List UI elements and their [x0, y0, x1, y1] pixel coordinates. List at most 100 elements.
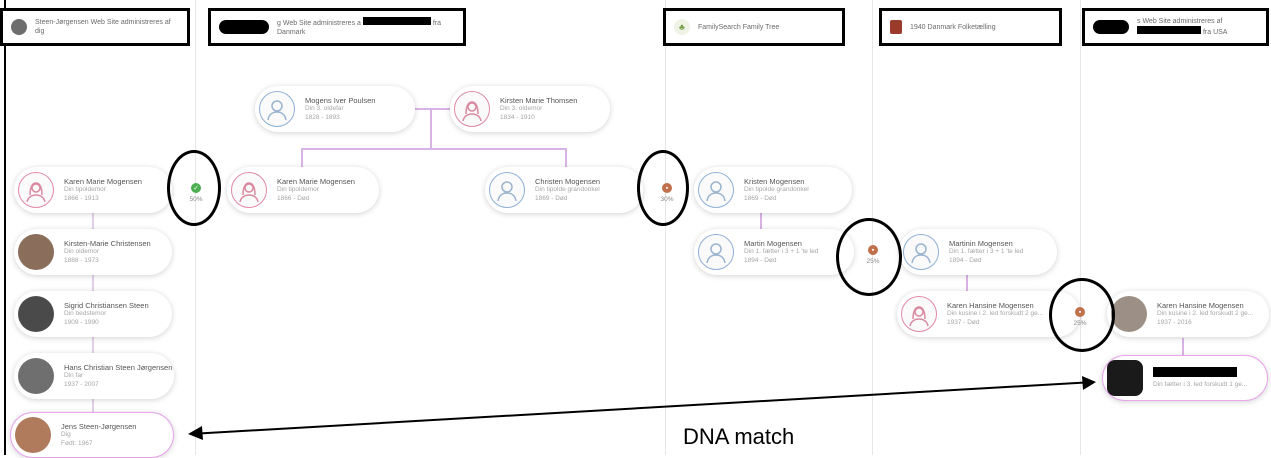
person-years: 1894 - Død [744, 256, 777, 264]
male-avatar-icon [698, 234, 734, 270]
male-avatar-icon [698, 172, 734, 208]
person-relation: Din kusine i 2. led forskudt 2 ge... [1157, 310, 1254, 317]
site-header-steen[interactable]: Steen-Jørgensen Web Site administreres a… [0, 8, 190, 46]
person-years: 1828 - 1893 [305, 113, 340, 121]
person-name: Karen Marie Mogensen [64, 177, 142, 186]
dna-match-label: DNA match [683, 424, 795, 449]
person-years: 1909 - 1990 [64, 318, 99, 326]
person-name: Karen Hansine Mogensen [947, 301, 1034, 310]
person-years: 1888 - 1973 [64, 256, 99, 264]
site-header-danish[interactable]: g Web Site administreres a fra Danmark [208, 8, 466, 46]
photo-avatar-icon [18, 296, 54, 332]
person-years: 1866 - 1913 [64, 194, 99, 202]
site-header-familysearch[interactable]: ♣ FamilySearch Family Tree [663, 8, 845, 46]
column-divider [1080, 0, 1081, 455]
redacted-name [1137, 26, 1201, 34]
person-relation: Din fætter i 3. led forskudt 1 ge... [1153, 380, 1248, 388]
person-name: Kirsten-Marie Christensen [64, 239, 151, 248]
person-name: Christen Mogensen [535, 177, 601, 186]
annotation-circle [1049, 278, 1115, 352]
person-relation: Din 1. fætter i 3 + 1 'te led [949, 248, 1024, 255]
photo-avatar-icon [18, 234, 54, 270]
person-name: Jens Steen-Jørgensen [61, 422, 137, 431]
female-avatar-icon [18, 172, 54, 208]
annotation-edge-line [4, 0, 6, 455]
site-header-label: Steen-Jørgensen Web Site administreres a… [35, 19, 171, 35]
column-divider [665, 0, 666, 455]
person-relation: Din oldemor [64, 248, 100, 255]
person-relation: Din kusine i 2. led forskudt 2 ge... [947, 310, 1044, 317]
female-avatar-icon [454, 91, 490, 127]
annotation-circle [836, 218, 902, 296]
person-relation: Din tipoldemor [64, 186, 106, 193]
person-relation: Din 1. fætter i 3 + 1 'te led [744, 248, 819, 255]
person-years: 1869 - Død [744, 194, 777, 202]
site-header-country: fra Danmark [277, 20, 441, 36]
female-avatar-icon [231, 172, 267, 208]
site-logo-icon [11, 19, 27, 35]
site-header-usa[interactable]: s Web Site administreres af fra USA [1082, 8, 1269, 46]
person-years: 1866 - Død [277, 194, 310, 202]
sibling-connector [301, 148, 566, 150]
person-name: Martinin Mogensen [949, 239, 1013, 248]
photo-avatar-icon [15, 417, 51, 453]
site-header-label: g Web Site administreres a [277, 20, 361, 27]
annotation-circle [637, 150, 689, 226]
person-relation: Din tipolde grandonkel [535, 186, 600, 193]
person-years: 1937 - 2007 [64, 380, 99, 388]
person-name: Martin Mogensen [744, 239, 802, 248]
annotation-circle [167, 150, 221, 226]
person-years: 1894 - Død [949, 256, 982, 264]
person-name: Karen Marie Mogensen [277, 177, 355, 186]
photo-avatar-icon [18, 358, 54, 394]
photo-avatar-icon [1111, 296, 1147, 332]
lineage-connector [1182, 338, 1184, 356]
person-name: Sigrid Christiansen Steen [64, 301, 149, 310]
person-name: Kristen Mogensen [744, 177, 805, 186]
female-avatar-icon [901, 296, 937, 332]
person-relation: Din bedstemor [64, 310, 107, 317]
lineage-connector [760, 212, 762, 232]
person-years: 1937 - 2016 [1157, 318, 1192, 326]
person-relation: Din tipolde grandonkel [744, 186, 809, 193]
person-name: Karen Hansine Mogensen [1157, 301, 1244, 310]
child-connector [565, 148, 567, 168]
person-name: Mogens Iver Poulsen [305, 96, 376, 105]
lineage-connector [966, 274, 968, 292]
male-avatar-icon [489, 172, 525, 208]
child-connector [301, 148, 303, 168]
column-divider [195, 0, 196, 455]
site-header-label: FamilySearch Family Tree [698, 23, 780, 31]
redacted-avatar [1107, 360, 1143, 396]
site-header-census[interactable]: 1940 Danmark Folketælling [879, 8, 1062, 46]
person-relation: Din 3. oldemor [500, 105, 543, 112]
redacted-logo-icon [219, 20, 269, 34]
site-header-label: s Web Site administreres af [1137, 18, 1223, 25]
site-header-country: fra USA [1202, 29, 1228, 36]
redacted-logo-icon [1093, 20, 1129, 34]
person-name: Kirsten Marie Thomsen [500, 96, 578, 105]
person-card-dna-match[interactable]: Din fætter i 3. led forskudt 1 ge... [1102, 355, 1268, 401]
male-avatar-icon [259, 91, 295, 127]
site-header-label: 1940 Danmark Folketælling [910, 23, 996, 31]
person-relation: Dig [61, 431, 71, 438]
person-relation: Din tipoldemor [277, 186, 319, 193]
person-years: 1834 - 1910 [500, 113, 535, 121]
redacted-name [362, 17, 431, 25]
redacted-name [1153, 366, 1237, 377]
person-years: 1937 - Død [947, 318, 980, 326]
